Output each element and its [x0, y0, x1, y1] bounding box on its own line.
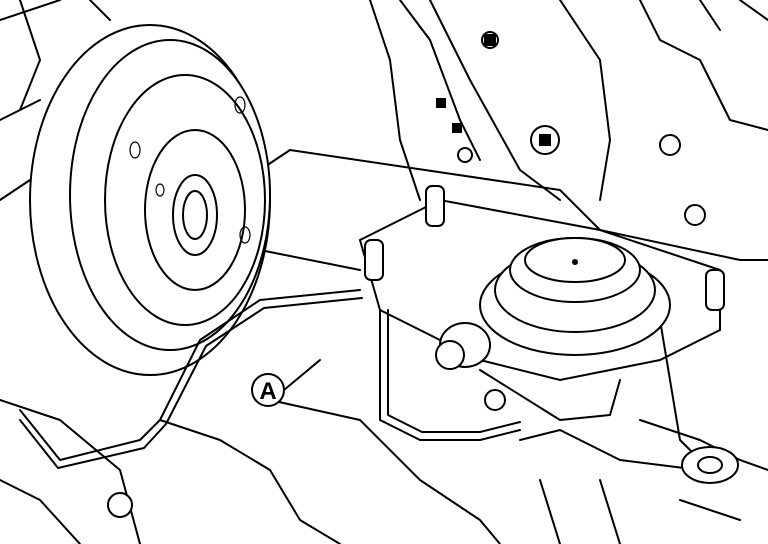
callout-label-a: A: [259, 378, 276, 405]
pipe: [19, 289, 521, 469]
crankshaft-pulley: [29, 24, 271, 376]
bolts: [107, 31, 706, 518]
callout-a: A: [251, 359, 321, 407]
engine-mount-insulator: [435, 237, 671, 421]
